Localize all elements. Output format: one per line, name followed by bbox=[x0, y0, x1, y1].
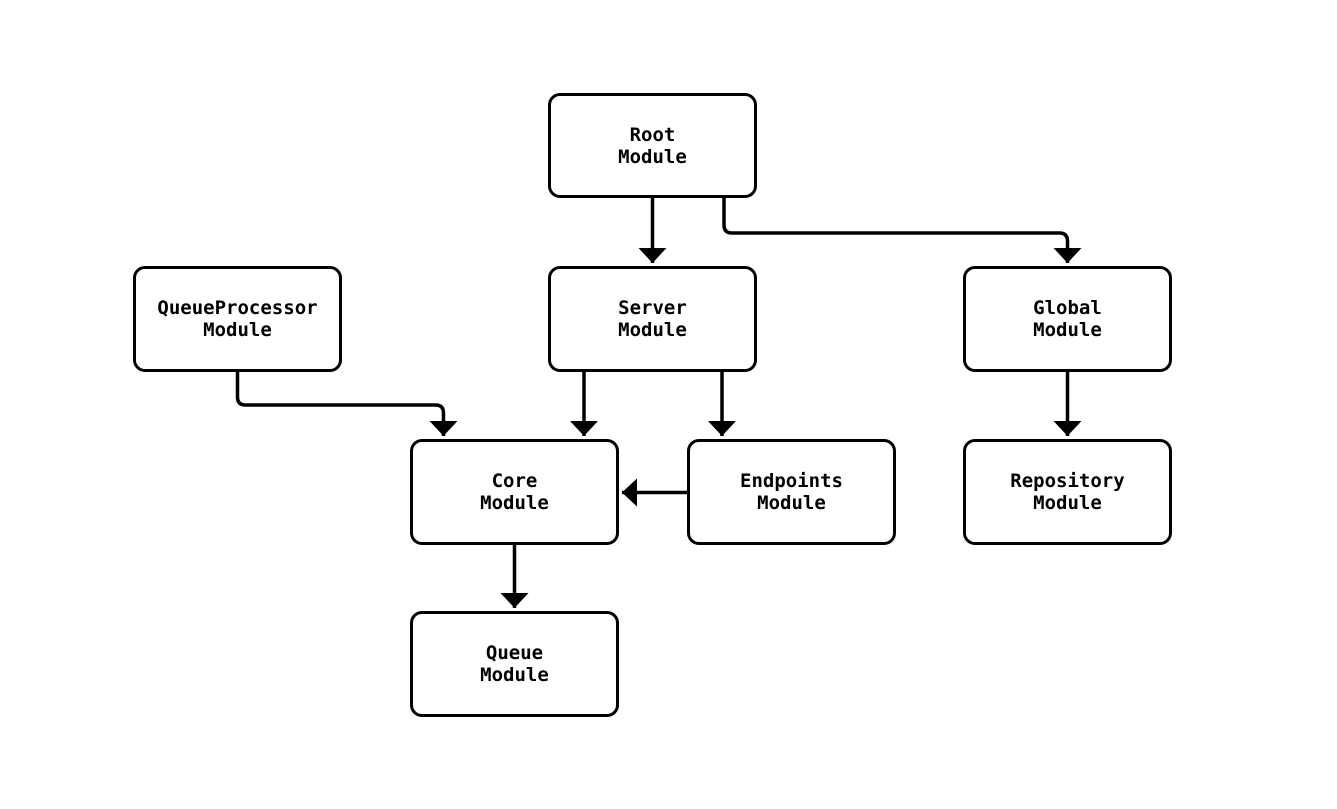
node-queueprocessor-module-label: QueueProcessor Module bbox=[157, 297, 318, 341]
node-root-module: Root Module bbox=[548, 93, 757, 198]
node-global-module-label: Global Module bbox=[1033, 297, 1102, 341]
node-core-module-label: Core Module bbox=[480, 470, 549, 514]
edge-root-to-global bbox=[722, 198, 1082, 263]
node-core-module: Core Module bbox=[410, 439, 619, 545]
node-queue-module: Queue Module bbox=[410, 611, 619, 717]
node-global-module: Global Module bbox=[963, 266, 1172, 372]
node-repository-module-label: Repository Module bbox=[1010, 470, 1125, 514]
node-root-module-label: Root Module bbox=[618, 123, 687, 168]
node-queue-module-label: Queue Module bbox=[480, 642, 549, 686]
node-server-module: Server Module bbox=[548, 266, 757, 372]
node-queueprocessor-module: QueueProcessor Module bbox=[133, 266, 342, 372]
edge-queueprocessor-to-core bbox=[235, 372, 458, 436]
node-server-module-label: Server Module bbox=[618, 297, 687, 341]
node-repository-module: Repository Module bbox=[963, 439, 1172, 545]
node-endpoints-module: Endpoints Module bbox=[687, 439, 896, 545]
node-endpoints-module-label: Endpoints Module bbox=[740, 470, 843, 514]
